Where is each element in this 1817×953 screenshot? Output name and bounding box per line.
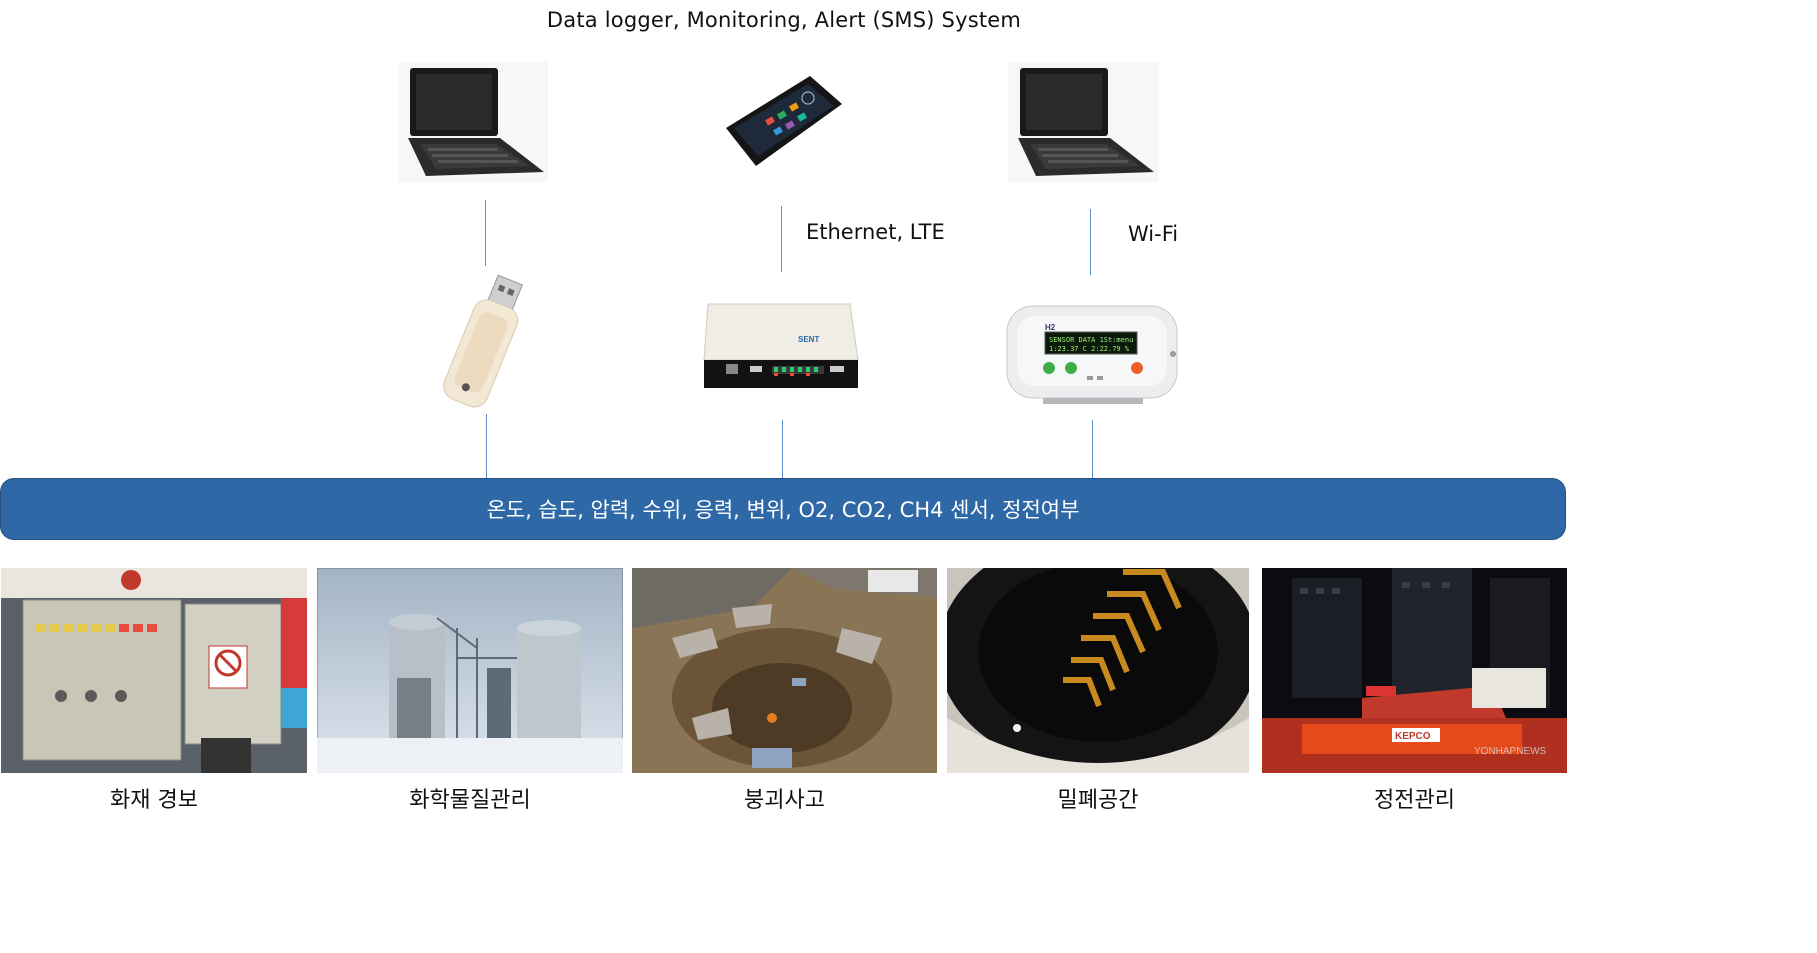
diagram-title: Data logger, Monitoring, Alert (SMS) Sys… <box>546 8 1022 32</box>
smartphone-icon <box>726 76 842 166</box>
caption-chemical: 화학물질관리 <box>409 788 531 813</box>
caption-confined-space: 밀폐공간 <box>1057 788 1139 813</box>
connector-ethernet <box>781 206 782 272</box>
sensor-bus-label: 온도, 습도, 압력, 수위, 응력, 변위, O2, CO2, CH4 센서,… <box>486 498 1080 522</box>
caption-collapse: 붕괴사고 <box>744 788 825 813</box>
label-wifi: Wi-Fi <box>1128 222 1179 246</box>
monitoring-gateway: SENT <box>700 298 862 390</box>
lcd-model: H2 <box>1045 323 1056 332</box>
power-outage-photo: KEPCO YONHAPNEWS <box>1262 568 1567 773</box>
laptop-left <box>398 62 548 182</box>
h2-lcd-monitor: SENSOR DATA 1St:menu 1:23.37 C 2:22.79 %… <box>1003 302 1181 408</box>
usb-logger-icon <box>443 274 523 408</box>
caption-fire-alarm: 화재 경보 <box>110 788 198 813</box>
lcd-monitor-icon: SENSOR DATA 1St:menu 1:23.37 C 2:22.79 %… <box>1006 305 1178 404</box>
connector-monitor-bus <box>1092 420 1093 478</box>
caption-power-outage: 정전관리 <box>1374 788 1455 813</box>
label-ethernet-lte: Ethernet, LTE <box>806 220 945 244</box>
fire-alarm-panel-photo <box>1 568 307 773</box>
connector-gateway-bus <box>782 420 783 478</box>
chemical-plant-photo <box>317 568 623 773</box>
kepco-mark: KEPCO <box>1395 731 1431 742</box>
gateway-brand: SENT <box>798 335 819 344</box>
connector-wifi <box>1090 209 1091 275</box>
gateway-box-icon: SENT <box>703 303 859 388</box>
sensor-bus: 온도, 습도, 압력, 수위, 응력, 변위, O2, CO2, CH4 센서,… <box>0 478 1566 540</box>
lcd-line-1: SENSOR DATA 1St:menu <box>1049 336 1133 344</box>
connector-usb <box>485 200 486 266</box>
connector-usb-bus <box>486 414 487 478</box>
laptop-icon <box>1008 62 1158 182</box>
collapse-site-photo <box>632 568 937 773</box>
laptop-icon <box>398 62 548 182</box>
usb-data-logger <box>432 272 532 412</box>
smartphone <box>718 70 846 170</box>
confined-space-photo <box>947 568 1249 773</box>
yonhap-watermark: YONHAPNEWS <box>1474 746 1547 757</box>
lcd-line-2: 1:23.37 C 2:22.79 % <box>1049 345 1130 353</box>
laptop-right <box>1008 62 1158 182</box>
